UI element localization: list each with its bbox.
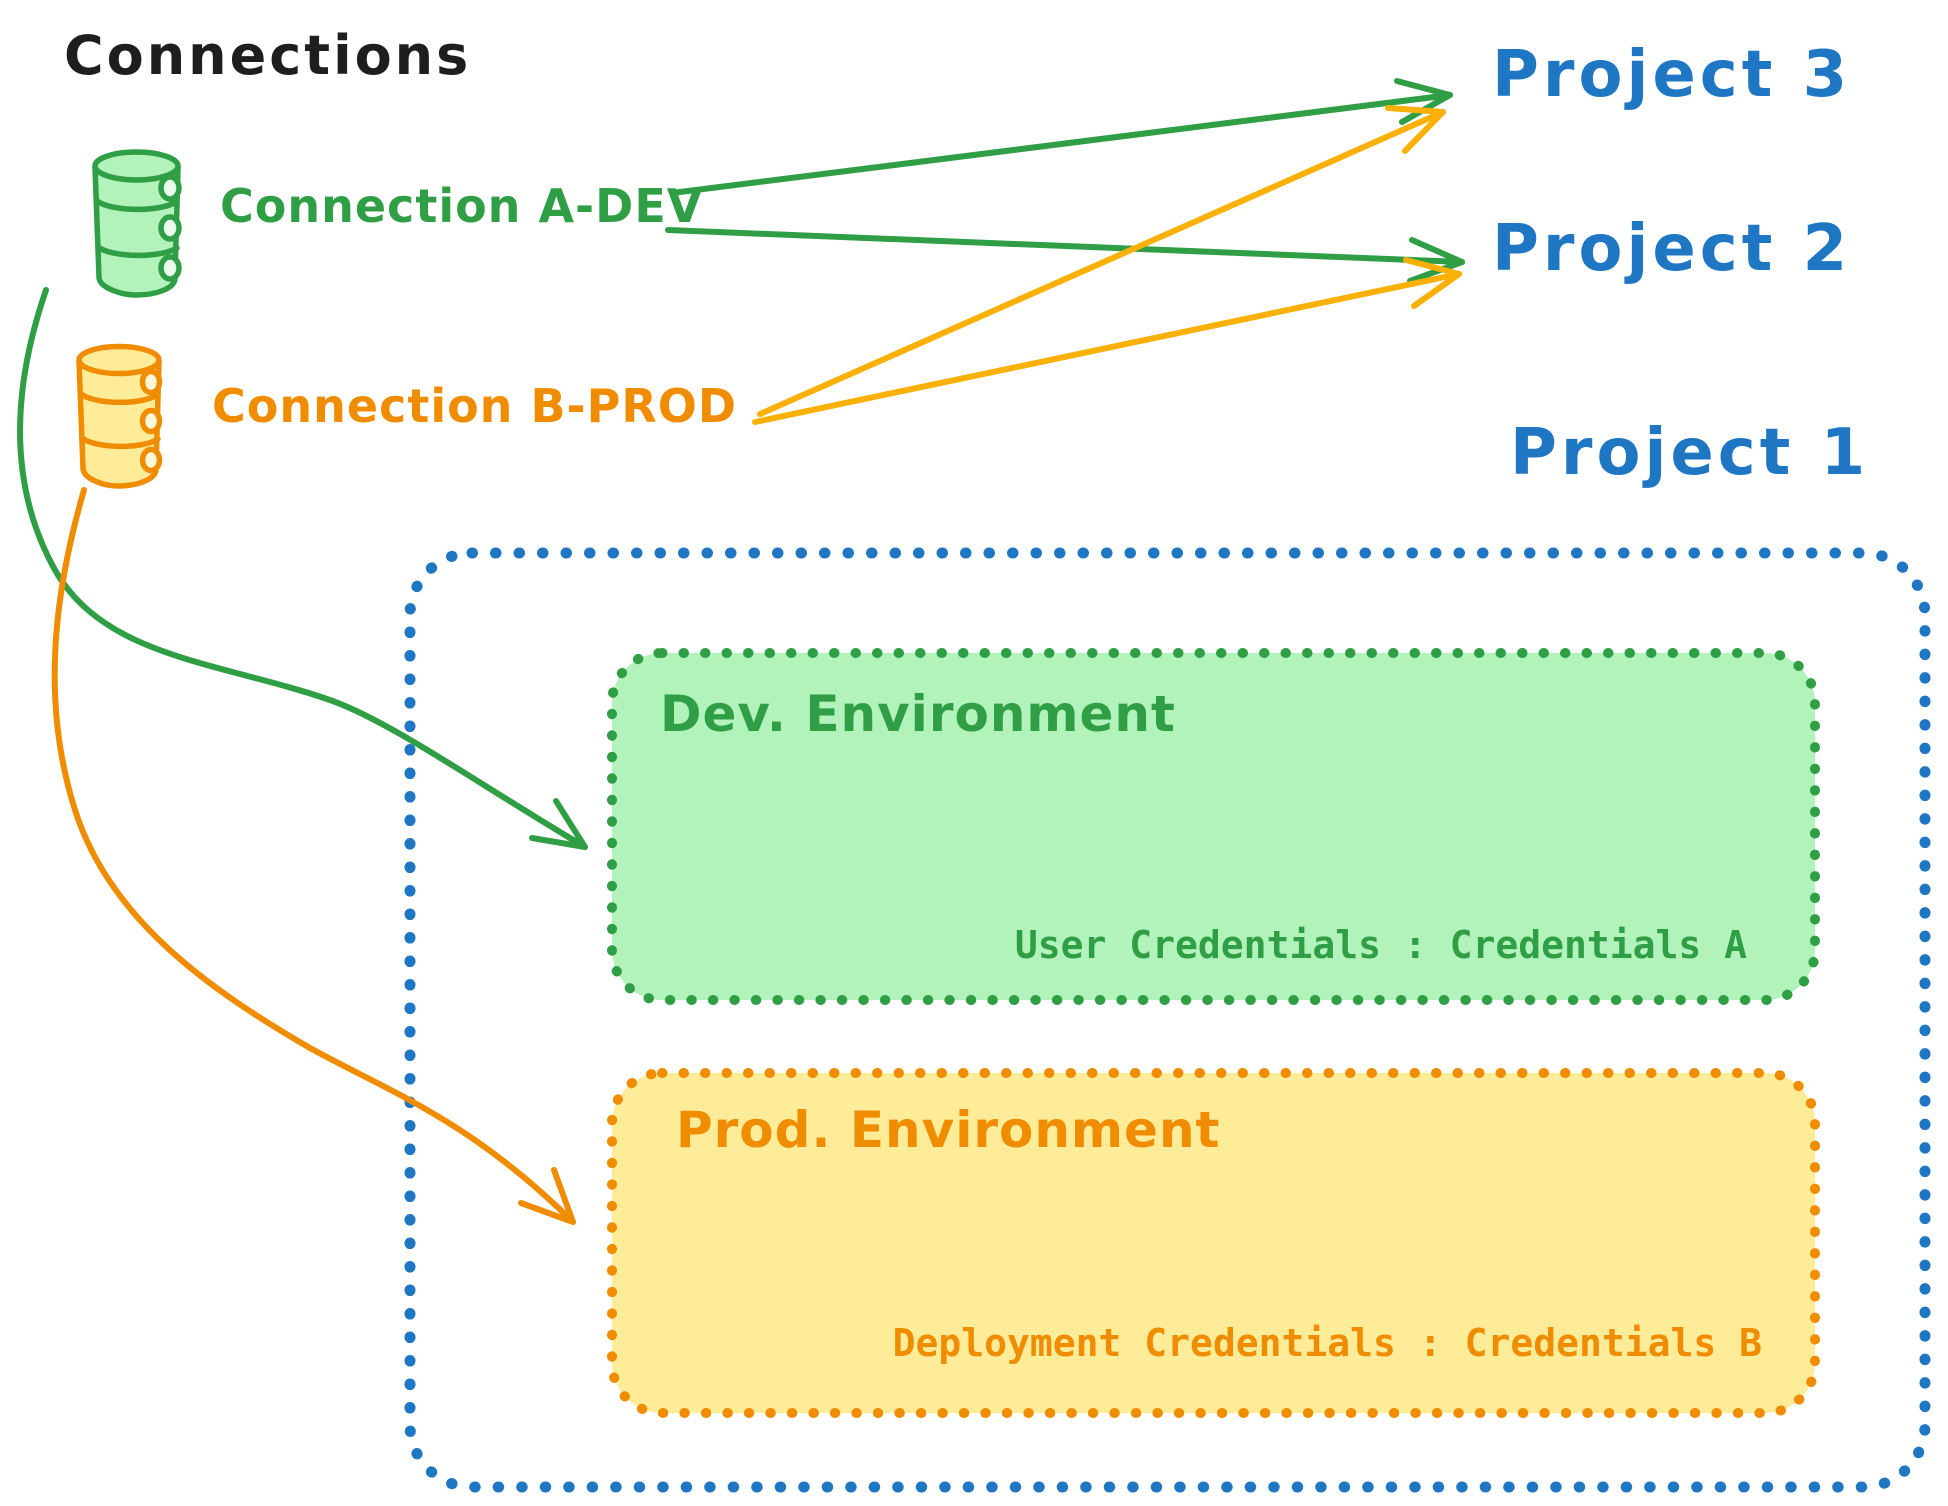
project1-label: Project 1 — [1510, 416, 1870, 490]
connection-b-prod-label: Connection B-PROD — [212, 379, 738, 433]
project2-label: Project 2 — [1492, 212, 1852, 286]
arrow-adev-to-dev-environment — [17, 287, 588, 850]
database-icon-dev — [92, 149, 182, 298]
prod-environment-credentials: Deployment Credentials : Credentials B — [892, 1321, 1762, 1365]
arrow-bprod-to-prod-environment — [51, 487, 576, 1225]
project3-label: Project 3 — [1492, 38, 1852, 112]
arrow-bprod-to-project3 — [757, 105, 1446, 417]
arrow-adev-to-project3 — [669, 78, 1453, 196]
arrow-adev-to-project2 — [665, 227, 1465, 284]
prod-environment-box — [607, 1068, 1820, 1418]
dev-environment-credentials: User Credentials : Credentials A — [1014, 923, 1747, 967]
dev-environment-box — [607, 648, 1820, 1005]
diagram-title: Connections — [64, 24, 472, 87]
prod-environment-title: Prod. Environment — [676, 1101, 1221, 1159]
connection-a-dev-label: Connection A-DEV — [220, 179, 704, 233]
arrow-bprod-to-project2 — [752, 257, 1462, 425]
dev-environment-title: Dev. Environment — [660, 685, 1176, 743]
database-icon-prod — [76, 343, 163, 489]
